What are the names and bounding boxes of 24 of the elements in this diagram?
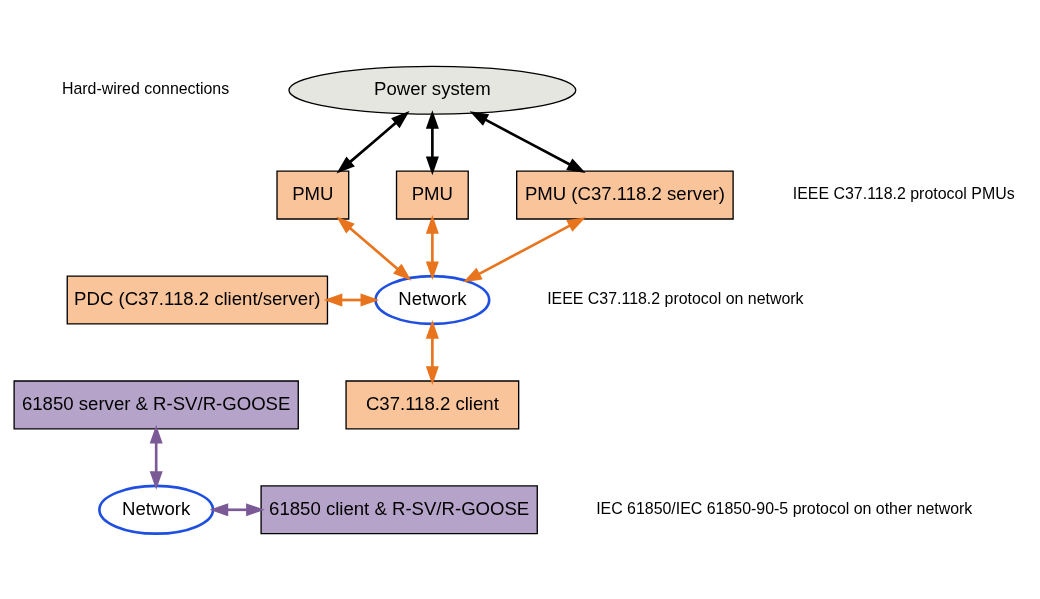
arrow (463, 216, 586, 282)
node-ellipse: Network (374, 274, 491, 325)
node-box: C37.118.2 client (345, 379, 520, 429)
label: IEEE C37.118.2 protocol PMUs (792, 184, 1015, 202)
arrow (469, 110, 586, 173)
node-box: 61850 server & R-SV/R-GOOSE (13, 379, 299, 429)
arrow (209, 502, 265, 516)
arrow (425, 214, 439, 280)
node-box: PDC (C37.118.2 client/server) (66, 274, 329, 325)
arrow (336, 216, 412, 281)
label: IEC 61850/IEC 61850-90-5 protocol on other network (596, 499, 973, 517)
node-box: PMU (276, 170, 350, 220)
arrow (149, 424, 163, 490)
node-box: PMU (395, 170, 469, 220)
label: Hard-wired connections (61, 79, 230, 97)
arrow (425, 319, 439, 385)
node-box: PMU (C37.118.2 server) (516, 170, 734, 220)
arrow (323, 292, 380, 307)
arrow (336, 110, 410, 174)
node-ellipse: Network (98, 484, 215, 535)
node-ellipse: Power system (288, 65, 577, 115)
arrow (425, 109, 439, 175)
label: IEEE C37.118.2 protocol on network (547, 289, 804, 307)
node-box: 61850 client & R-SV/R-GOOSE (260, 484, 538, 534)
